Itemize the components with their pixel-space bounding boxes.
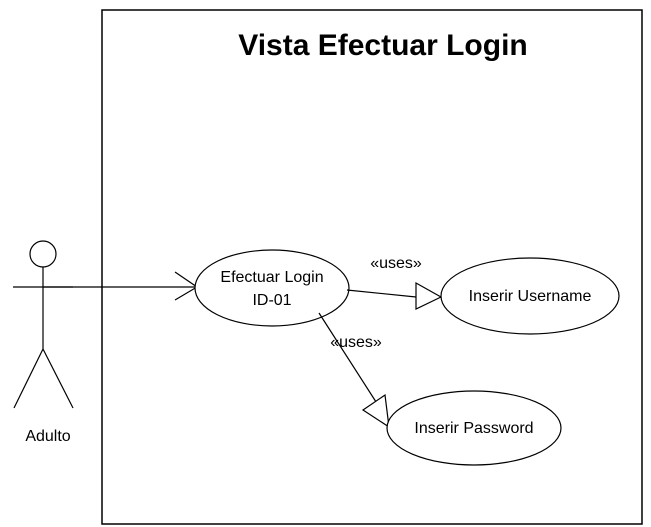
actor-figure xyxy=(13,240,74,409)
use-case-inserir-password-label: Inserir Password xyxy=(414,420,533,437)
actor-label: Adulto xyxy=(25,428,70,445)
use-case-efectuar-login xyxy=(194,249,350,327)
use-case-efectuar-login-line2: ID-01 xyxy=(252,292,291,309)
uses-password-arrowhead xyxy=(361,393,390,429)
uses-password-label: «uses» xyxy=(330,334,382,351)
uses-username-label: «uses» xyxy=(370,255,422,272)
uses-password-line xyxy=(318,312,379,406)
uses-username-arrowhead xyxy=(415,281,443,310)
association-line xyxy=(43,271,199,301)
actor-right-leg xyxy=(42,348,74,409)
association-arrowhead xyxy=(174,271,199,301)
use-case-inserir-password xyxy=(386,390,562,466)
system-title: Vista Efectuar Login xyxy=(238,29,528,62)
actor-head xyxy=(29,240,57,268)
uses-username-line xyxy=(346,289,417,298)
use-case-inserir-username xyxy=(440,257,620,335)
use-case-inserir-username-label: Inserir Username xyxy=(469,288,592,305)
use-case-efectuar-login-line1: Efectuar Login xyxy=(220,269,323,286)
actor-left-leg xyxy=(13,348,44,409)
system-boundary xyxy=(101,9,643,525)
